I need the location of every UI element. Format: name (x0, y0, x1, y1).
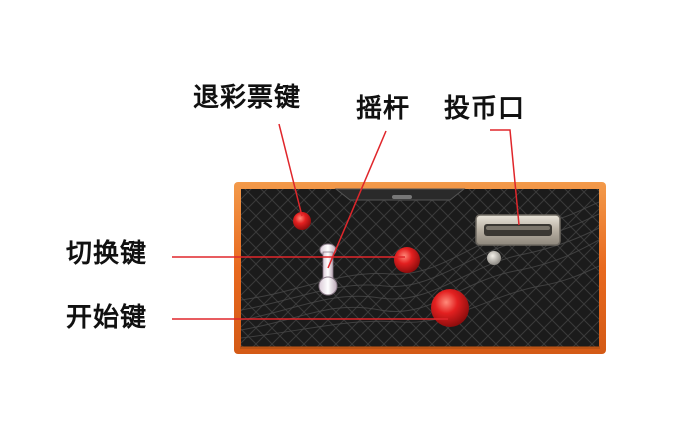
switch-button[interactable] (394, 247, 420, 273)
panel-frame (234, 182, 606, 354)
label-ticket-return-key: 退彩票键 (193, 83, 302, 113)
label-joystick: 摇杆 (356, 94, 411, 124)
leader-coin-slot (490, 129, 520, 226)
coin-slot[interactable] (475, 214, 561, 246)
ticket-return-button[interactable] (293, 212, 311, 230)
label-coin-slot: 投币口 (444, 94, 526, 124)
leader-ticket-return (278, 123, 303, 217)
start-button[interactable] (431, 289, 469, 327)
coin-return-button[interactable] (487, 251, 501, 265)
label-switch-key: 切换键 (66, 239, 148, 269)
label-start-key: 开始键 (66, 303, 148, 333)
leader-lines (172, 123, 520, 320)
leader-joystick (327, 130, 387, 269)
